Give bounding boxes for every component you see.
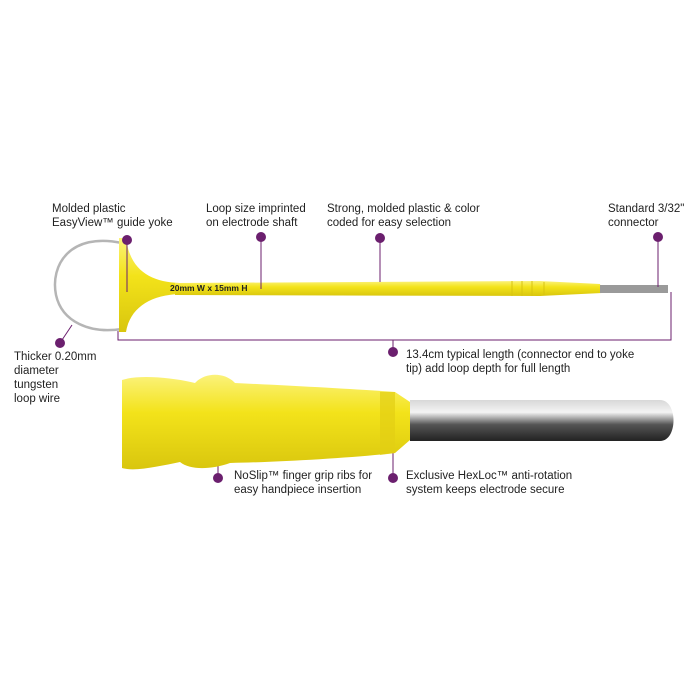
callout-hexloc: Exclusive HexLoc™ anti-rotation system k… — [406, 469, 572, 497]
callout-noslip: NoSlip™ finger grip ribs for easy handpi… — [234, 469, 372, 497]
callout-text: Standard 3/32" — [608, 203, 685, 215]
callout-text: Molded plastic — [52, 203, 126, 215]
callout-dot — [55, 338, 65, 348]
callout-text: tungsten — [14, 379, 59, 391]
callout-plastic: Strong, molded plastic & color coded for… — [327, 202, 480, 230]
callout-text: Strong, molded plastic & color — [327, 203, 480, 215]
length-bracket — [117, 292, 672, 341]
callout-text: system keeps electrode secure — [406, 484, 565, 496]
callout-text: diameter — [14, 365, 59, 377]
callout-text: connector — [608, 217, 659, 229]
callout-wire: Thicker 0.20mm diameter tungsten loop wi… — [14, 350, 96, 406]
callout-text: Thicker 0.20mm — [14, 351, 97, 363]
callout-text: easy handpiece insertion — [234, 484, 362, 496]
callout-dot — [213, 473, 223, 483]
callout-text: coded for easy selection — [327, 217, 452, 229]
callout-text: 13.4cm typical length (connector end to … — [406, 349, 635, 361]
grip-handle — [122, 374, 410, 470]
callout-connector: Standard 3/32" connector — [608, 202, 684, 230]
callout-text: tip) add loop depth for full length — [406, 363, 571, 375]
loop-size-imprint: 20mm W x 15mm H — [170, 283, 248, 293]
connector-pin — [600, 285, 668, 293]
callout-text: on electrode shaft — [206, 217, 298, 229]
callout-dot — [256, 232, 266, 242]
callout-loop-size: Loop size imprinted on electrode shaft — [206, 202, 306, 230]
callout-dot — [653, 232, 663, 242]
callout-text: EasyView™ guide yoke — [52, 217, 173, 229]
callout-text: loop wire — [14, 393, 61, 405]
callout-dot — [388, 347, 398, 357]
callout-yoke: Molded plastic EasyView™ guide yoke — [52, 202, 173, 230]
metal-rod — [410, 400, 674, 441]
callout-text: NoSlip™ finger grip ribs for — [234, 470, 373, 482]
callout-length: 13.4cm typical length (connector end to … — [406, 348, 634, 376]
guide-yoke — [119, 238, 180, 332]
callout-dot — [375, 233, 385, 243]
callout-text: Exclusive HexLoc™ anti-rotation — [406, 470, 573, 482]
electrode-shaft — [175, 281, 602, 296]
callout-dot — [388, 473, 398, 483]
loop-wire — [53, 239, 123, 332]
callout-text: Loop size imprinted — [206, 203, 306, 215]
callout-dot — [122, 235, 132, 245]
